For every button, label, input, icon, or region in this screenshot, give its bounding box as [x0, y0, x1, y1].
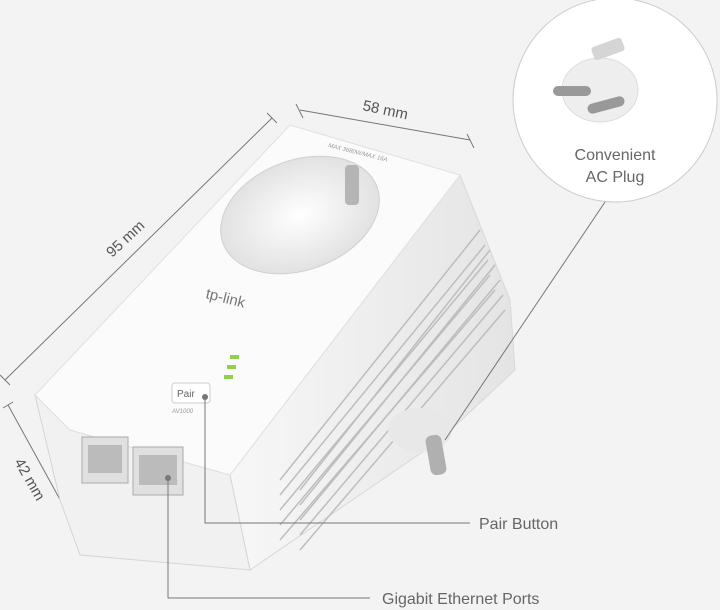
pair-button-callout: Pair Button	[479, 516, 558, 533]
ethernet-ports-callout: Gigabit Ethernet Ports	[382, 591, 539, 608]
vents	[279, 229, 506, 551]
width-dimension: 58 mm	[361, 97, 409, 123]
plug-pin	[425, 434, 447, 476]
plug-callout-line2: AC Plug	[586, 169, 645, 186]
powerline-led	[227, 365, 236, 369]
dimension-lines	[0, 103, 475, 549]
status-leds	[224, 355, 239, 379]
ac-plug-closeup	[553, 37, 639, 123]
pair-button-label: Pair	[177, 389, 195, 400]
powerline-adapter: MAX 3680W/MAX 16A tp-link Pair AV1000	[34, 124, 516, 571]
ethernet-led	[224, 375, 233, 379]
plug-callout-line1: Convenient	[575, 147, 657, 164]
socket	[220, 155, 380, 275]
pair-leader-dot	[202, 394, 208, 400]
pair-button[interactable]	[171, 382, 211, 404]
model-text: AV1000	[171, 409, 194, 415]
power-led	[230, 355, 239, 359]
ports-leader-dot	[165, 475, 171, 481]
depth-dimension: 42 mm	[11, 456, 49, 504]
leader-lines	[167, 201, 606, 599]
earth-clip	[345, 165, 359, 205]
height-dimension: 95 mm	[103, 217, 148, 261]
ethernet-port-2-jack	[139, 455, 177, 485]
ethernet-port-1-jack	[88, 445, 122, 473]
